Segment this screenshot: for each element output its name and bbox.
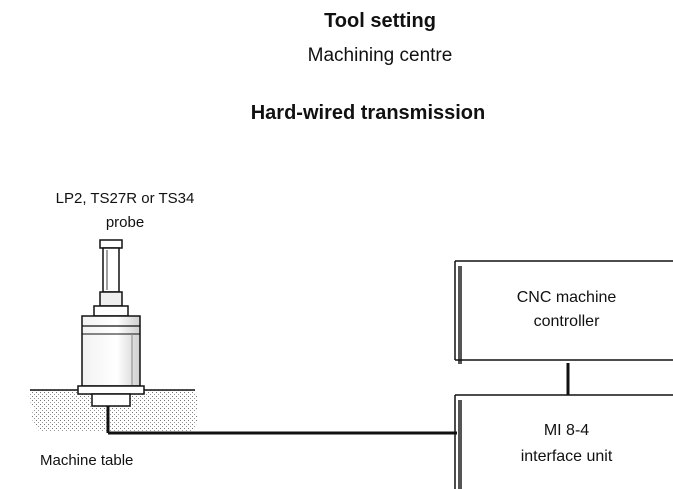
interface-unit-label: MI 8-4 (543, 422, 590, 439)
cnc-controller-label-line2: controller (533, 313, 600, 330)
cable-lines (106, 363, 570, 435)
page-subtitle: Machining centre (307, 45, 453, 66)
cnc-controller-box (454, 260, 673, 364)
probe-graphic (77, 239, 145, 407)
section-title: Hard-wired transmission (250, 102, 486, 124)
cnc-controller-label: CNC machine (516, 289, 617, 306)
probe-label-line2: probe (105, 214, 145, 231)
machine-table-label: Machine table (40, 452, 134, 469)
probe-label: LP2, TS27R or TS34 (55, 190, 195, 207)
interface-unit-box (454, 394, 673, 489)
interface-unit-label-line2: interface unit (520, 448, 613, 465)
page-title: Tool setting (324, 10, 436, 32)
